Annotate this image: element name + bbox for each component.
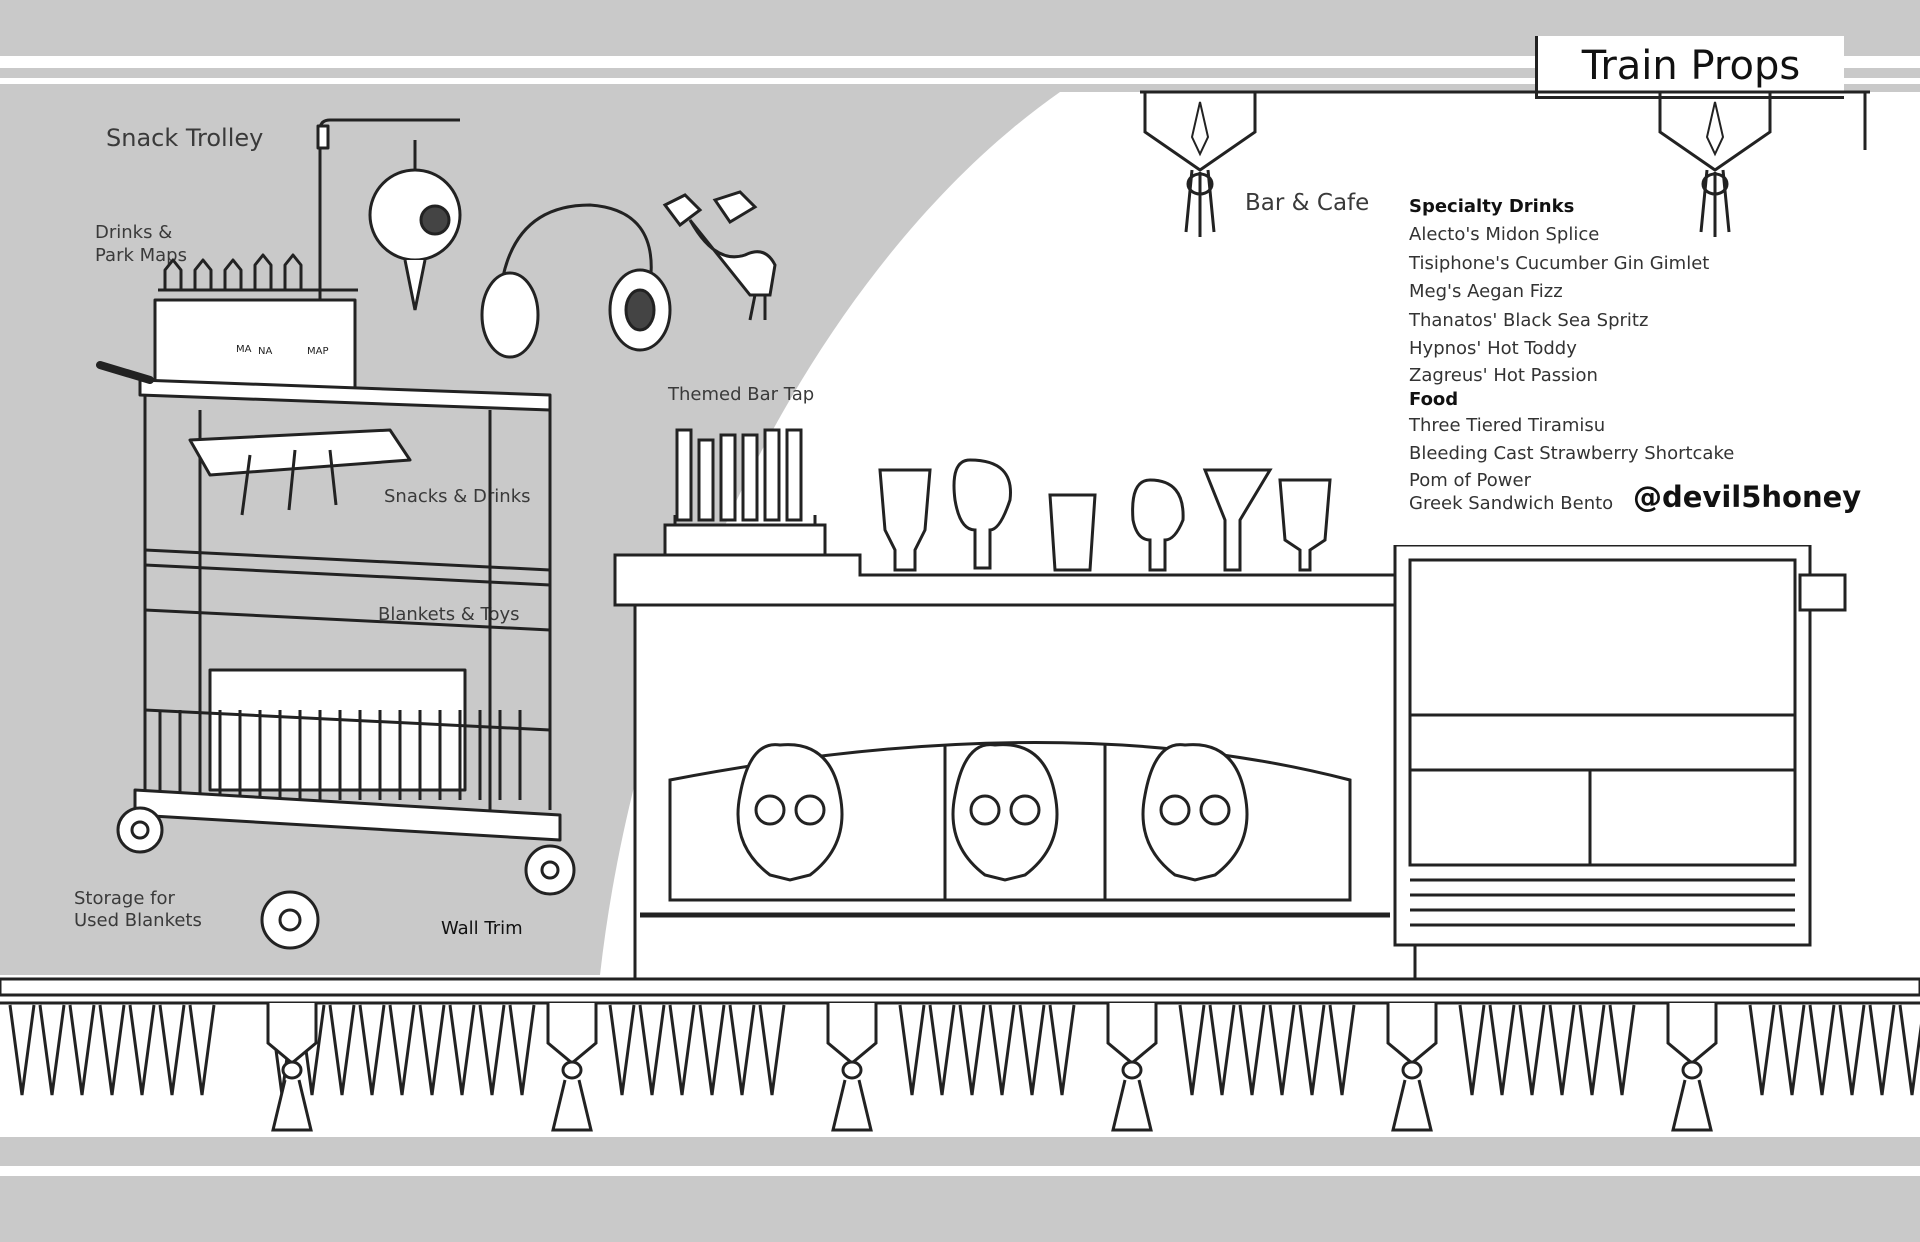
menu-food-item: Pom of Power <box>1409 469 1531 491</box>
bar-cafe-heading: Bar & Cafe <box>1245 190 1370 216</box>
menu-list: Specialty Drinks Alecto's Midon Splice T… <box>1409 193 1734 515</box>
earbuds-icon <box>662 190 777 321</box>
menu-drink-item: Alecto's Midon Splice <box>1409 224 1600 245</box>
food-heading: Food <box>1409 388 1459 410</box>
headphones-icon <box>480 203 672 359</box>
drinks-label-line2: Park Maps <box>95 245 187 266</box>
snack-trolley-illustration <box>96 118 576 950</box>
bar-counter <box>613 545 1847 980</box>
hanging-banner-left <box>1143 92 1257 237</box>
menu-drink-item: Zagreus' Hot Passion <box>1409 364 1598 386</box>
storage-label-line1: Storage for <box>74 888 175 909</box>
drinks-label-line1: Drinks & <box>95 222 173 243</box>
map-tag: NA <box>258 346 273 357</box>
menu-drink-item: Hypnos' Hot Toddy <box>1409 338 1577 359</box>
wall-trim-illustration <box>0 977 1920 1132</box>
menu-drink-item: Meg's Aegan Fizz <box>1409 281 1563 302</box>
map-tag: MAP <box>307 346 329 357</box>
hanging-banner-right <box>1658 92 1772 237</box>
top-stripe <box>0 56 1920 68</box>
banner-rod <box>1140 90 1870 150</box>
wall-trim-label: Wall Trim <box>441 918 523 939</box>
menu-food-item: Greek Sandwich Bento <box>1409 492 1614 514</box>
menu-drink-item: Thanatos' Black Sea Spritz <box>1409 309 1649 331</box>
menu-food-item: Three Tiered Tiramisu <box>1409 414 1606 436</box>
storage-label-line2: Used Blankets <box>74 910 202 931</box>
artist-credit: @devil5honey <box>1633 480 1862 514</box>
bottom-stripe <box>0 1166 1920 1176</box>
snack-trolley-heading: Snack Trolley <box>106 124 264 152</box>
lantern-icon <box>368 140 462 311</box>
page-title: Train Props <box>1581 43 1801 89</box>
menu-food-item: Bleeding Cast Strawberry Shortcake <box>1409 443 1735 464</box>
map-tag: MA <box>236 344 252 355</box>
drink-glasses <box>878 458 1332 572</box>
bar-tap-icon <box>663 428 827 557</box>
blankets-label: Blankets & Toys <box>378 604 520 625</box>
themed-bar-tap-label: Themed Bar Tap <box>668 384 815 405</box>
title-tab: Train Props <box>1535 36 1844 99</box>
top-stripe-thin <box>0 78 1920 84</box>
menu-drink-item: Tisiphone's Cucumber Gin Gimlet <box>1409 252 1710 274</box>
specialty-drinks-heading: Specialty Drinks <box>1409 196 1575 217</box>
snacks-label: Snacks & Drinks <box>384 486 531 507</box>
